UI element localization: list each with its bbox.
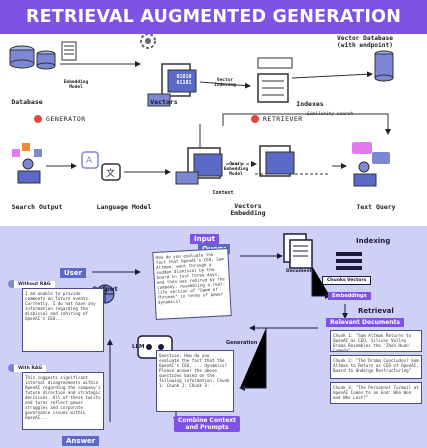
combine-context-label: Combine Context and Prompts	[174, 416, 241, 432]
generation-label: Generation	[226, 340, 258, 346]
retrieval-label: Retrieval	[358, 307, 394, 315]
chunk-3-card: Chunk 3: "The Personnel Turmoil at OpenA…	[330, 382, 422, 404]
indexes-label: Indexes	[296, 100, 324, 108]
text-query-label: Text Query	[356, 203, 396, 211]
query-embedding-label: Query Embedding Model	[223, 162, 249, 177]
retriever-label: RETRIEVER	[263, 115, 303, 123]
language-model-label: Language Model	[96, 203, 152, 211]
llm-label: LLM	[132, 344, 145, 350]
user-label: User	[60, 268, 87, 278]
indexes-icon	[257, 57, 293, 103]
vector-database-label: Vector Database (with endpoint)	[337, 35, 393, 49]
vectors-embedding-icon	[175, 147, 223, 185]
vectors-embedding-label: Vectors Embedding	[230, 202, 266, 217]
chunk-stack-icon	[336, 252, 362, 270]
database-label: Database	[11, 98, 43, 106]
chunk-1-card: Chunk 1: "Sam Altman Returns to OpenAI a…	[330, 330, 422, 352]
vectors-icon	[147, 63, 197, 107]
embeddings-label: Embeddings	[328, 292, 371, 300]
question-card: How do you evaluate the fact that OpenAI…	[152, 248, 232, 320]
documents-icon	[61, 41, 77, 61]
with-rag-answer: This suggests significant internal disag…	[22, 372, 104, 430]
svg-text:A: A	[86, 156, 93, 166]
embedding-label: Embedding Model	[63, 80, 89, 90]
vector-database-icon	[374, 50, 394, 82]
with-rag-label: With RAG	[14, 365, 47, 372]
chunk-2-card: Chunk 2: "The Drama Concludes? Sam Altma…	[330, 355, 422, 379]
without-rag-answer: I am unable to provide comments on futur…	[22, 288, 104, 352]
indexing-label: Indexing	[356, 237, 391, 245]
answer-label: Answer	[62, 436, 100, 446]
page-title: RETRIEVAL AUGMENTED GENERATION (RAG)	[0, 0, 427, 61]
chunks-vectors-label: Chunks Vectors	[322, 276, 372, 285]
similarity-search-label: Similarity search	[306, 112, 354, 117]
gear-icon	[140, 34, 156, 49]
svg-text:文: 文	[106, 167, 115, 179]
document-stack-icon	[283, 233, 313, 269]
database-icon	[9, 45, 56, 70]
retriever-vectors-icon	[255, 145, 330, 177]
input-label: Input	[190, 234, 219, 244]
prompt-card: Question: How do you evaluate the fact t…	[156, 350, 234, 412]
vectors-label: Vectors	[150, 98, 178, 106]
output-label: Output	[92, 285, 118, 293]
search-output-label: Search Output	[11, 203, 63, 211]
binary-code: 01010 01101	[176, 74, 192, 86]
without-rag-label: Without RAG	[14, 281, 55, 288]
relevant-documents-label: Relevant Documents	[326, 318, 404, 327]
person-icon	[12, 143, 42, 184]
top-diagram: A 文	[9, 34, 394, 187]
generator-label: GENERATOR	[46, 115, 86, 123]
text-query-icon	[352, 142, 390, 187]
generator-dot-icon	[34, 115, 42, 123]
language-model-icon: A 文	[81, 151, 121, 181]
context-label: Context	[212, 190, 234, 196]
documents-label: Documents	[286, 269, 315, 274]
vector-indexing-label: Vector Indexing	[214, 78, 236, 88]
retriever-dot-icon	[251, 115, 259, 123]
